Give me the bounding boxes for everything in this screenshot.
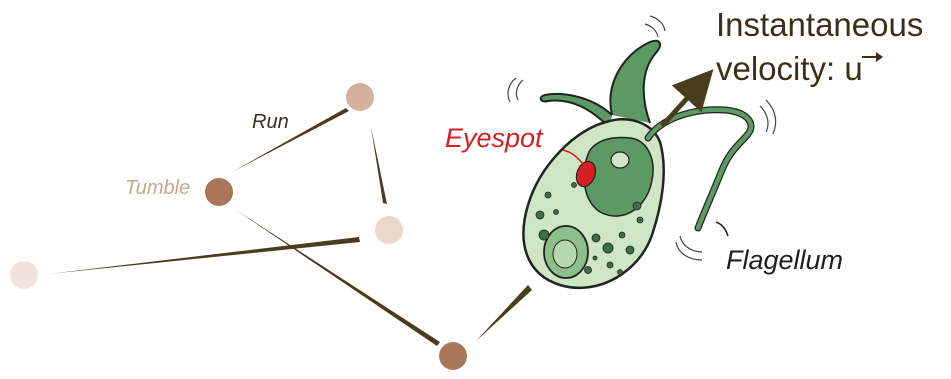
tumble-point-icon — [439, 342, 467, 370]
run-segment — [476, 285, 532, 341]
flagellum-front — [610, 41, 660, 123]
tumble-points — [10, 83, 467, 370]
velocity-label-line2: velocity: u — [716, 52, 863, 85]
velocity-label-text: velocity: — [716, 50, 835, 87]
velocity-label-line1: Instantaneous — [716, 8, 923, 41]
tumble-point-icon — [10, 261, 38, 289]
run-segment — [371, 127, 387, 204]
run-segment — [48, 237, 360, 274]
run-segment — [236, 210, 440, 346]
run-segment — [232, 108, 349, 172]
flagellum-pointer — [716, 222, 728, 236]
velocity-arrow-icon — [662, 84, 700, 126]
tumble-point-icon — [346, 83, 374, 111]
tumble-point-icon — [205, 178, 233, 206]
tumble-point-icon — [375, 216, 403, 244]
run-label: Run — [252, 112, 289, 132]
vector-arrow-icon — [862, 52, 883, 62]
velocity-symbol: u — [844, 52, 862, 85]
flagellum-label: Flagellum — [726, 247, 843, 274]
eyespot-label: Eyespot — [445, 125, 543, 152]
tumble-label: Tumble — [125, 178, 190, 198]
